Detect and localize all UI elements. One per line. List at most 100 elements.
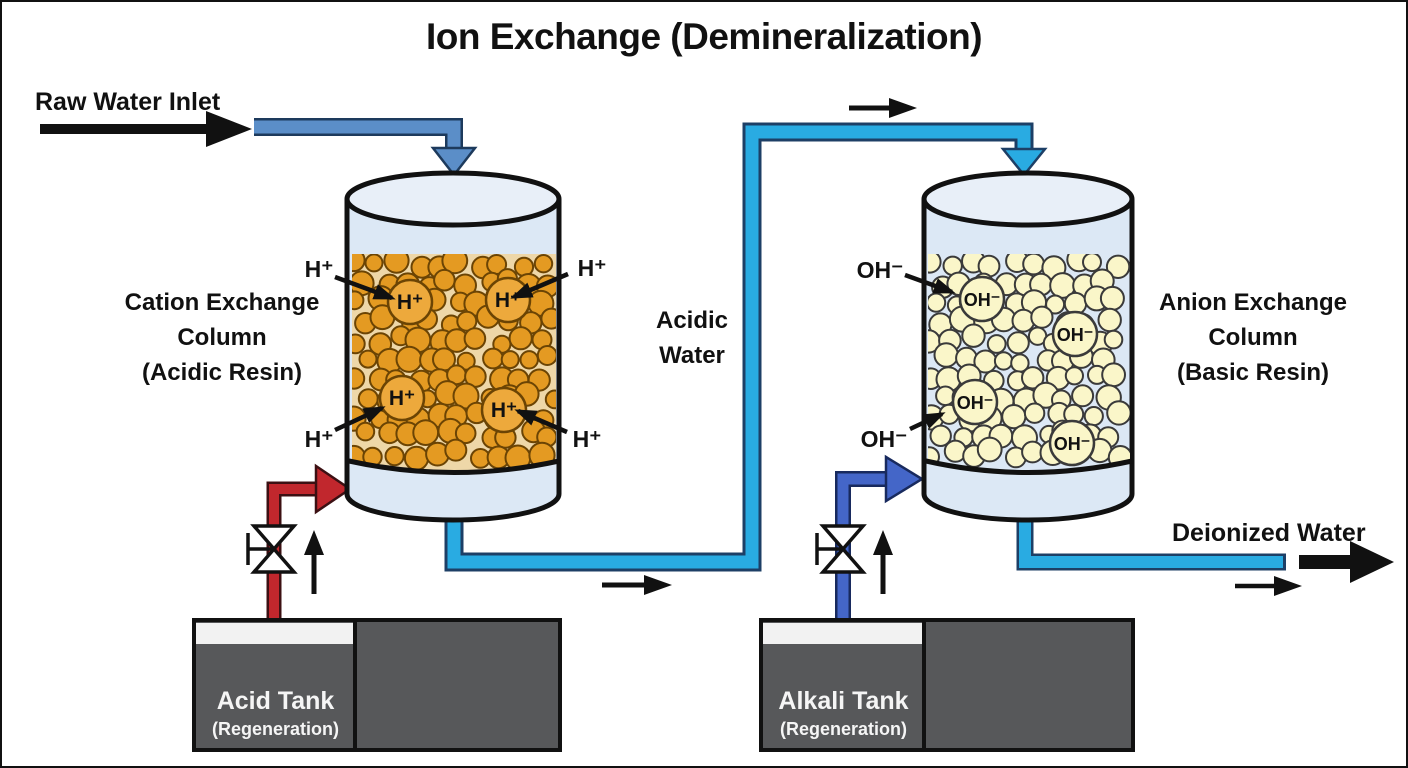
acidic-water-pipe-arrowhead [1000,147,1048,177]
resin-bead [1099,285,1125,311]
resin-bead [364,254,384,273]
raw-water-pipe [254,118,478,178]
acid-tank-label: Acid Tank (Regeneration) [196,686,355,742]
acid-tank-liquid-strip [196,623,355,644]
resin-bead [961,323,986,348]
anion-bed-floor-line [925,458,1133,475]
resin-bead [508,326,533,351]
cation-ion-label-bottom-left: H⁺ [305,426,334,452]
resin-bead [444,438,468,462]
cation-ion-bead-label: H⁺ [389,387,415,410]
resin-bead [1022,254,1045,276]
raw-water-inlet-label: Raw Water Inlet [35,88,221,116]
alkali-pipe-arrowhead [884,454,925,504]
anion-ion-bead-label: OH⁻ [1057,325,1094,345]
raw-water-inlet-arrow [40,111,252,147]
resin-bead [540,307,556,330]
alkali-valve-icon [815,524,867,574]
acid-tank-name: Acid Tank [216,687,335,715]
acid-pipe-arrowhead [314,463,353,515]
resin-bead [452,382,480,410]
resin-bead [1023,402,1046,424]
anion-column: OH⁻ OH⁻ OH⁻ OH⁻ [921,170,1135,523]
acidic-water-label-line2: Water [659,342,725,369]
cation-column-label-line3: (Acidic Resin) [141,359,303,386]
cation-column-label-line1: Cation Exchange [124,289,320,316]
resin-bead [441,254,469,275]
resin-bead [403,445,430,471]
resin-bead [933,342,959,368]
cation-ion-label-bottom-right: H⁺ [573,426,602,452]
resin-bead [358,349,378,369]
anion-ion-bead-label: OH⁻ [1054,434,1091,454]
resin-bead [928,254,942,274]
anion-ion-beads: OH⁻ OH⁻ OH⁻ OH⁻ [951,275,1099,467]
flow-arrow-top [849,98,917,118]
acid-up-arrow [304,530,324,594]
cation-column-lid [344,170,562,228]
resin-bead [395,345,423,373]
resin-bead [433,268,456,292]
resin-bead [482,347,504,370]
acid-pipe [266,463,353,622]
cation-column-label: Cation Exchange Column (Acidic Resin) [102,285,342,390]
acid-valve-icon [246,524,298,574]
anion-column-label: Anion Exchange Column (Basic Resin) [1133,285,1373,390]
resin-bead [352,333,366,355]
alkali-up-arrow [873,530,893,594]
resin-bead [1071,384,1095,408]
anion-column-label-line2: Column [1208,324,1298,351]
anion-ion-bead-label: OH⁻ [957,393,994,413]
resin-bead [500,350,520,370]
diagram-title: Ion Exchange (Demineralization) [425,16,983,57]
resin-bead [519,350,539,370]
flow-arrow-outlet-small [1235,576,1302,596]
cation-ion-bead-label: H⁺ [397,291,423,314]
resin-bead [384,446,405,467]
resin-bead [1103,329,1124,350]
resin-bead [383,254,410,274]
alkali-tank-liquid-strip [763,623,924,644]
flow-arrow-bottom-middle [602,575,672,595]
resin-bead [1083,406,1104,427]
acid-tank-subtitle: (Regeneration) [211,719,339,739]
resin-bead [1020,366,1045,390]
resin-bead [456,351,476,371]
acid-tank [192,618,562,752]
anion-column-label-line1: Anion Exchange [1158,289,1348,316]
cation-ion-bead-label: H⁺ [495,289,521,312]
cation-ion-label-top-left: H⁺ [305,256,334,282]
cation-bed-floor-line [348,458,560,475]
resin-bead [976,436,1003,463]
alkali-tank-label: Alkali Tank (Regeneration) [763,686,924,742]
deionized-water-arrow [1299,541,1394,583]
acidic-water-label: Acidic Water [632,303,752,373]
resin-bead [928,292,947,313]
resin-bead [536,345,556,366]
resin-bead [533,254,554,274]
raw-water-pipe-arrowhead [430,146,478,178]
alkali-tank-subtitle: (Regeneration) [779,719,907,739]
resin-bead [357,388,379,410]
acidic-water-label-line1: Acidic [655,307,729,334]
resin-bead [352,367,366,390]
resin-bead [1105,254,1130,279]
anion-column-lid [921,170,1135,228]
resin-bead [463,327,487,350]
deionized-water-label: Deionized Water [1172,519,1366,547]
resin-bead [352,254,366,273]
resin-bead [1082,254,1102,273]
cation-ion-label-top-right: H⁺ [578,255,607,281]
cation-column-label-line2: Column [177,324,267,351]
cation-ion-bead-label: H⁺ [491,399,517,422]
resin-bead [1106,400,1130,426]
anion-column-label-line3: (Basic Resin) [1176,359,1330,386]
cation-column: H⁺ H⁺ H⁺ H⁺ [344,170,562,523]
anion-resin-beads [928,254,1130,470]
anion-ion-label-mid-left: OH⁻ [861,426,908,452]
ion-pointer-arrows [334,271,956,435]
alkali-tank [759,618,1135,752]
resin-bead [352,290,365,311]
